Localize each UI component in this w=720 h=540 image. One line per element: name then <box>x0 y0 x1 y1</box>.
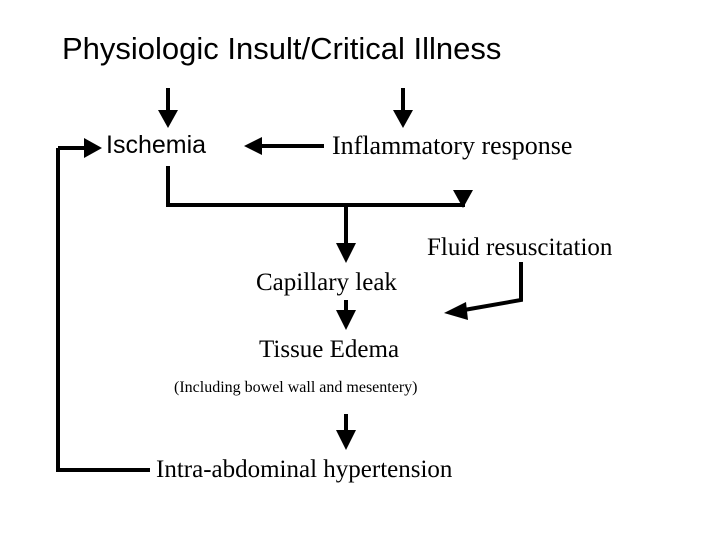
diagram-title: Physiologic Insult/Critical Illness <box>62 31 502 66</box>
node-capillary-leak: Capillary leak <box>256 269 397 296</box>
arrow-inflammatory-to-ischemia <box>244 137 324 155</box>
arrow-tissue-to-intraabdominal <box>336 414 356 450</box>
node-inflammatory-response: Inflammatory response <box>332 131 573 160</box>
arrow-fluid-to-capillary <box>444 262 523 320</box>
node-ischemia: Ischemia <box>106 131 207 159</box>
arrow-intraabdominal-to-ischemia <box>56 138 150 472</box>
node-tissue-edema: Tissue Edema <box>259 336 400 363</box>
node-tissue-edema-note: (Including bowel wall and mesentery) <box>174 379 418 396</box>
node-fluid-resuscitation: Fluid resuscitation <box>427 234 613 261</box>
arrow-ischemia-to-capillary <box>166 166 356 263</box>
arrow-title-to-ischemia <box>158 88 178 128</box>
arrow-inflammatory-to-fluid <box>346 190 473 208</box>
arrow-title-to-inflammatory <box>393 88 413 128</box>
arrow-capillary-to-tissue <box>336 300 356 330</box>
node-intra-abdominal-hypertension: Intra-abdominal hypertension <box>156 456 453 483</box>
